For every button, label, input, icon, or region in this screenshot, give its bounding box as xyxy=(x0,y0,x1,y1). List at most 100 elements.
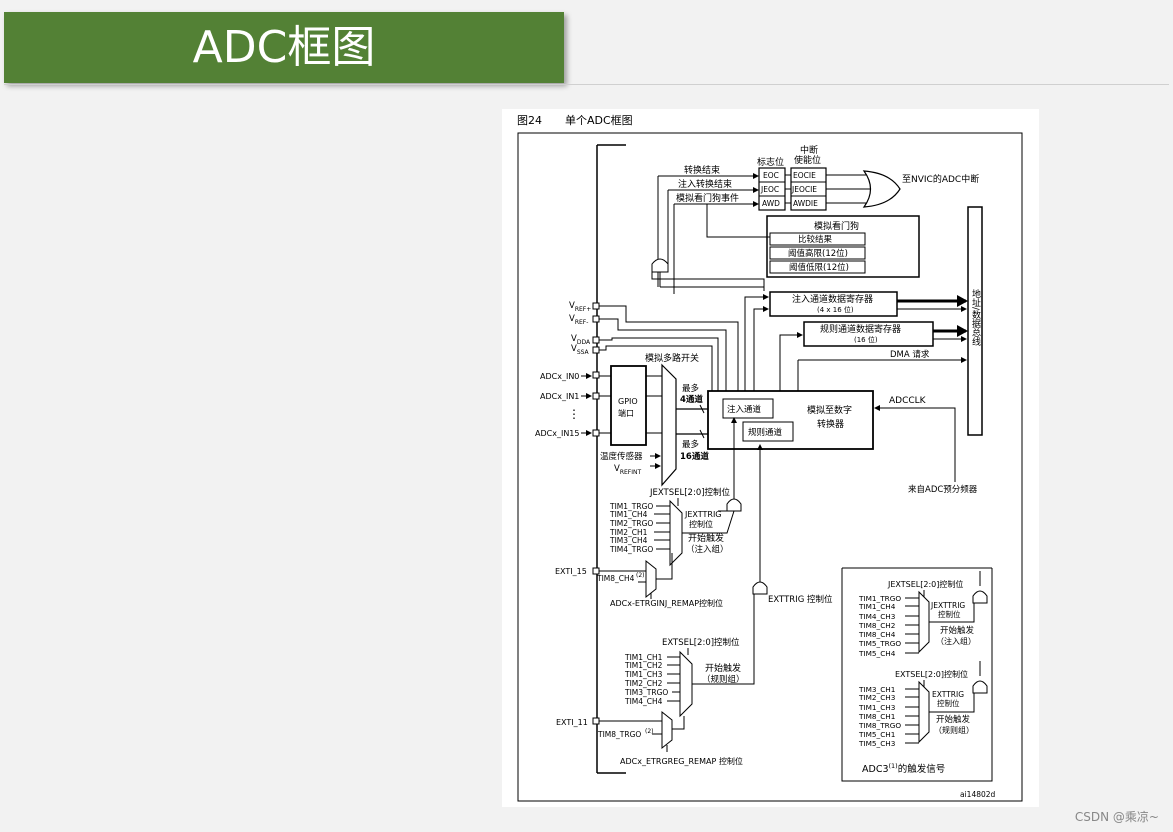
regular-channel-box xyxy=(742,421,794,442)
gpio-port-block xyxy=(610,365,647,446)
figure-number: 图24 xyxy=(517,114,542,127)
injected-register-size: (4 x 16 位) xyxy=(817,305,854,314)
adc3-inj-start-2: （注入组） xyxy=(936,636,976,646)
svg-text:VSSA: VSSA xyxy=(571,344,590,356)
up-to-16-line2: 16通道 xyxy=(680,451,709,462)
adc3-reg-src-2: TIM1_CH3 xyxy=(858,703,896,712)
injected-data-register xyxy=(769,291,898,317)
reg-src-2: TIM1_CH3 xyxy=(624,670,663,679)
jexttrig-line2: 控制位 xyxy=(689,519,713,529)
adc3-inj-mux xyxy=(918,590,930,654)
svg-text:VDDA: VDDA xyxy=(571,334,591,346)
adc3-reg-mux xyxy=(918,680,930,744)
adc3-reg-start-2: （规则组） xyxy=(934,725,974,735)
reg-src-5: TIM4_CH4 xyxy=(624,697,663,706)
analog-mux xyxy=(661,363,677,487)
adc3-caption: ADC3 xyxy=(862,764,889,775)
dma-request-label: DMA 请求 xyxy=(890,349,930,360)
up-to-16-line1: 最多 xyxy=(682,439,700,450)
adc3-inj-src-5: TIM5_TRGO xyxy=(858,639,901,648)
adc3-reg-src-0: TIM3_CH1 xyxy=(858,685,895,694)
adc3-inj-src-6: TIM5_CH4 xyxy=(858,649,896,658)
up-to-4-line2: 4通道 xyxy=(680,394,703,405)
watchdog-high: 阈值高限(12位) xyxy=(788,248,848,259)
watchdog-title: 模拟看门狗 xyxy=(814,220,859,232)
watchdog-compare: 比较结果 xyxy=(798,234,833,245)
watchdog-low: 阈值低限(12位) xyxy=(789,262,849,273)
adc3-jexttrig-1: JEXTTRIG xyxy=(930,601,965,610)
tim8-ch4-label: TIM8_CH4 xyxy=(596,574,635,583)
vrefint-sub: REFINT xyxy=(620,469,642,476)
adc3-inj-src-2: TIM4_CH3 xyxy=(858,612,896,621)
inj-src-2: TIM2_TRGO xyxy=(609,519,653,528)
csdn-watermark: CSDN @乘凉~ xyxy=(1074,810,1159,824)
temp-sensor-label: 温度传感器 xyxy=(600,451,643,462)
pin-vref-plus-sub: REF+ xyxy=(575,306,591,313)
gpio-line1: GPIO xyxy=(618,397,638,406)
event-watchdog: 模拟看门狗事件 xyxy=(676,192,739,204)
adc3-jexttrig-gate xyxy=(972,590,988,604)
adc3-jextsel: JEXTSEL[2:0]控制位 xyxy=(887,579,963,589)
adc3-inj-src-1: TIM1_CH4 xyxy=(858,602,896,611)
adc3-reg-src-3: TIM8_CH1 xyxy=(858,712,895,721)
adc3-reg-src-4: TIM8_TRGO xyxy=(858,721,901,730)
bus-label: 地址/数据总线 xyxy=(970,288,981,346)
injected-trigger-mux xyxy=(669,499,683,567)
regular-register-size: (16 位) xyxy=(854,335,878,344)
up-to-4-line1: 最多 xyxy=(682,383,700,394)
adc3-reg-start-1: 开始触发 xyxy=(936,714,971,725)
adc3-exttrig-2: 控制位 xyxy=(937,698,960,708)
flags-label: 标志位 xyxy=(757,156,784,168)
jexttrig-line1: JEXTTRIG xyxy=(684,510,722,519)
adc-prescaler-label: 来自ADC预分频器 xyxy=(908,484,978,495)
injected-channel-box xyxy=(722,398,774,419)
figure-frame xyxy=(517,132,1023,802)
watchdog-and-gate xyxy=(651,258,669,273)
flag-awd: AWD xyxy=(762,199,780,208)
etrginj-remap-label: ADCx-ETRGINJ_REMAP控制位 xyxy=(610,598,723,608)
event-conv-end: 转换结束 xyxy=(684,164,720,176)
jextsel-label: JEXTSEL[2:0]控制位 xyxy=(649,487,731,498)
diagram-canvas: 图24 单个ADC框图 标志位 中断 使能位 EOC JEOC AWD EOCI… xyxy=(517,114,1023,802)
enable-eocie: EOCIE xyxy=(793,171,816,180)
figure-code: ai14802d xyxy=(960,790,996,799)
injected-register-name: 注入通道数据寄存器 xyxy=(792,293,873,305)
title-divider xyxy=(4,84,1169,85)
inj-src-5: TIM4_TRGO xyxy=(609,545,653,554)
inj-start-line2: （注入组） xyxy=(686,544,729,555)
reg-src-3: TIM2_CH2 xyxy=(624,679,663,688)
svg-text:ADC3(1)的触发信号: ADC3(1)的触发信号 xyxy=(862,762,945,775)
regular-data-register xyxy=(803,321,934,347)
jexttrig-and-gate xyxy=(726,498,742,512)
or-gate xyxy=(862,170,901,208)
adc3-inj-src-4: TIM8_CH4 xyxy=(858,630,896,639)
pin-ellipsis: ⋮ xyxy=(568,407,580,421)
adc3-exttrig-1: EXTTRIG xyxy=(932,690,964,699)
pin-vdda-sub: DDA xyxy=(577,339,591,346)
int-enable-label-1: 中断 xyxy=(800,144,818,156)
slide-title: ADC框图 xyxy=(192,22,376,73)
svg-text:VREFINT: VREFINT xyxy=(614,464,641,476)
svg-text:VREF-: VREF- xyxy=(569,314,588,326)
adc3-reg-src-5: TIM5_CH1 xyxy=(858,730,895,739)
inj-start-line1: 开始触发 xyxy=(688,532,724,544)
figure-caption: 单个ADC框图 xyxy=(565,114,633,127)
adc3-exttrig-gate xyxy=(972,680,988,694)
reg-start-line2: （规则组） xyxy=(702,674,745,685)
exti15-label: EXTI_15 xyxy=(555,567,587,576)
pin-vssa-sub: SSA xyxy=(577,349,590,356)
tim8-trgo-note: (2) xyxy=(645,728,654,735)
exttrig-and-gate xyxy=(752,581,768,595)
converter-injected: 注入通道 xyxy=(727,404,762,415)
tim8-ch4-note: (2) xyxy=(636,572,645,579)
adc3-inj-src-3: TIM8_CH2 xyxy=(858,621,895,630)
reg-start-line1: 开始触发 xyxy=(705,662,741,674)
pin-vssa: V xyxy=(571,344,577,354)
nvic-output-label: 至NVIC的ADC中断 xyxy=(902,173,979,185)
event-inj-conv-end: 注入转换结束 xyxy=(678,178,732,190)
pin-vdda: V xyxy=(571,334,577,344)
tim8-trgo-label: TIM8_TRGO xyxy=(597,730,641,739)
title-banner: ADC框图 xyxy=(4,12,564,83)
enable-awdie: AWDIE xyxy=(793,199,818,208)
int-enable-label-2: 使能位 xyxy=(794,154,821,166)
